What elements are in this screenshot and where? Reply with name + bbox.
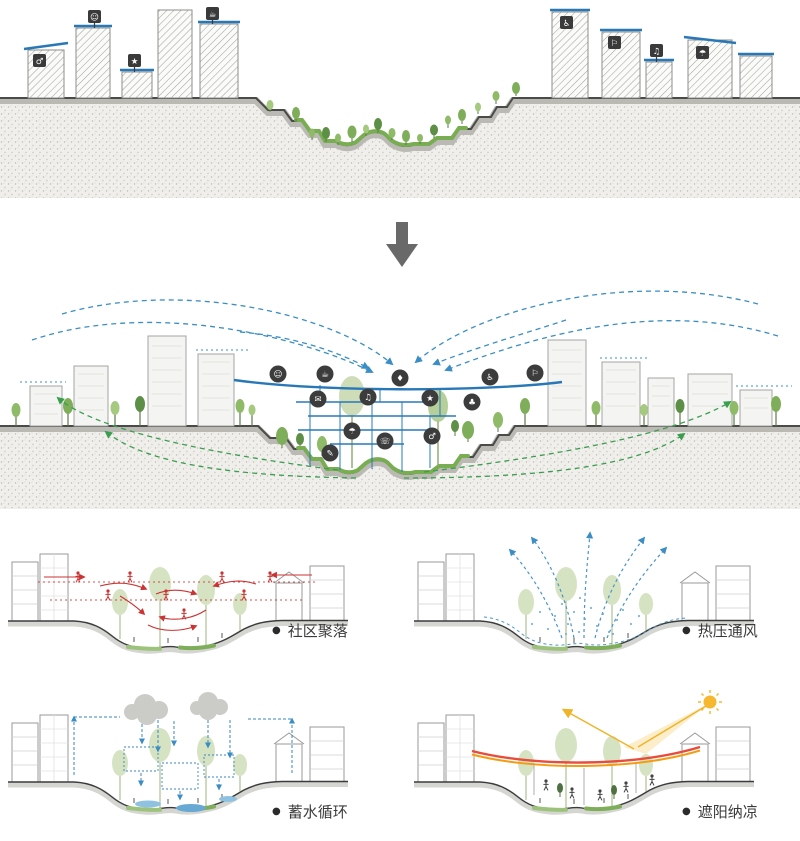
amenity-flag: ⚐ xyxy=(526,364,544,382)
cloud-icon xyxy=(124,692,228,725)
building-sign-music: ♫ xyxy=(650,44,663,57)
amenity-market: ♦ xyxy=(391,369,409,387)
label-ventilation: ● 热压通风 xyxy=(682,620,758,641)
label-text: 蓄水循环 xyxy=(287,803,348,821)
sunbeam xyxy=(624,704,708,754)
svg-text:⚐: ⚐ xyxy=(531,369,539,379)
rim-trees xyxy=(11,396,781,426)
sun-icon xyxy=(698,690,722,714)
svg-text:☏: ☏ xyxy=(380,437,391,447)
building-sign-cafe: ☕ xyxy=(206,7,219,20)
ground-fill xyxy=(0,426,800,509)
amenity-study: ✎ xyxy=(321,444,339,462)
shading-diagram xyxy=(414,690,754,819)
building-sign-accessibility: ♿ xyxy=(560,16,573,29)
rain-and-evaporation-arrows xyxy=(71,715,295,801)
label-text: 热压通风 xyxy=(697,622,758,640)
svg-text:♿: ♿ xyxy=(563,19,571,29)
svg-text:♦: ♦ xyxy=(396,374,404,384)
svg-text:☕: ☕ xyxy=(321,370,329,380)
amenity-phone: ☏ xyxy=(376,432,394,450)
amenity-sport: ★ xyxy=(421,389,439,407)
down-arrow-icon xyxy=(386,222,418,267)
water-pools xyxy=(135,796,237,812)
amenity-people: ☺ xyxy=(269,365,287,383)
existing-buildings xyxy=(27,9,773,99)
ventilation-flows xyxy=(483,531,687,646)
valley-trees xyxy=(266,82,520,145)
svg-text:♫: ♫ xyxy=(653,47,661,57)
label-shading: ● 遮阳纳凉 xyxy=(682,801,758,822)
amenity-fitness: ♂ xyxy=(423,427,441,445)
svg-text:♂: ♂ xyxy=(36,57,44,67)
svg-text:☂: ☂ xyxy=(348,427,356,437)
label-bullet: ● xyxy=(682,625,691,636)
shade-canopy-red xyxy=(471,745,701,764)
air-particles xyxy=(531,597,640,635)
panel-ventilation: ● 热压通风 xyxy=(400,518,800,679)
building-sign-sport: ★ xyxy=(128,54,141,67)
building-sign-flag: ⚐ xyxy=(608,36,621,49)
panel-shading: ● 遮阳纳凉 xyxy=(400,679,800,841)
amenity-accessibility: ♿ xyxy=(481,368,499,386)
reflected-ray xyxy=(561,708,635,750)
roof-dotted-links xyxy=(20,349,792,387)
water-storage-tanks xyxy=(123,746,235,790)
shade-canopy-orange xyxy=(471,749,701,767)
label-text: 社区聚落 xyxy=(287,622,348,640)
svg-text:⚐: ⚐ xyxy=(611,39,619,49)
building-sign-community: ☺ xyxy=(88,10,101,23)
valley-grass xyxy=(296,446,470,475)
label-water: ● 蓄水循环 xyxy=(272,801,348,822)
existing-condition-diagram: ♂ ☺ ★ ☕ ♿ ⚐ ♫ ☂ xyxy=(0,7,800,198)
label-bullet: ● xyxy=(272,806,281,817)
amenity-music: ♫ xyxy=(359,388,377,406)
outward-green-arcs xyxy=(56,396,732,479)
svg-text:★: ★ xyxy=(426,394,434,404)
inward-flow-arcs xyxy=(31,290,779,373)
panel-community: ● 社区聚落 xyxy=(0,518,400,679)
ventilation-diagram xyxy=(414,531,754,658)
amenity-garden: ♣ xyxy=(463,393,481,411)
label-bullet: ● xyxy=(272,625,281,636)
building-floor-lines xyxy=(34,345,768,415)
svg-text:♫: ♫ xyxy=(364,393,372,403)
svg-text:♣: ♣ xyxy=(468,398,476,408)
label-bullet: ● xyxy=(682,806,691,817)
amenity-cafe: ☕ xyxy=(316,365,334,383)
community-diagram xyxy=(8,526,348,658)
blue-rooflines xyxy=(23,8,774,72)
label-text: 遮阳纳凉 xyxy=(697,803,758,821)
svg-text:♂: ♂ xyxy=(428,432,436,442)
building-sign-shade: ☂ xyxy=(696,46,709,59)
svg-text:♿: ♿ xyxy=(486,373,494,383)
label-community: ● 社区聚落 xyxy=(272,620,348,641)
svg-text:☂: ☂ xyxy=(699,49,707,59)
svg-text:☕: ☕ xyxy=(209,10,217,20)
transformed-valley-diagram: ☺ ☕ ♦ ♿ ⚐ ✉ ♫ ★ ♣ ☂ ☏ ♂ ✎ xyxy=(0,290,800,509)
amenity-mail: ✉ xyxy=(309,390,327,408)
svg-text:☺: ☺ xyxy=(90,13,99,23)
strategy-panels: ● 社区聚落 xyxy=(0,518,800,841)
water-cycle-diagram xyxy=(8,692,348,819)
svg-text:☺: ☺ xyxy=(274,370,283,380)
shade-trees xyxy=(557,783,617,799)
amenity-rain: ☂ xyxy=(343,422,361,440)
svg-text:✉: ✉ xyxy=(314,395,321,405)
svg-text:✎: ✎ xyxy=(326,449,333,459)
panel-water: ● 蓄水循环 xyxy=(0,679,400,841)
svg-text:★: ★ xyxy=(131,57,139,67)
building-sign-fitness: ♂ xyxy=(33,54,46,67)
community-circulation-arrows xyxy=(38,571,318,631)
transform-arrow-wrap xyxy=(385,222,419,274)
canopy-posts xyxy=(533,763,637,805)
